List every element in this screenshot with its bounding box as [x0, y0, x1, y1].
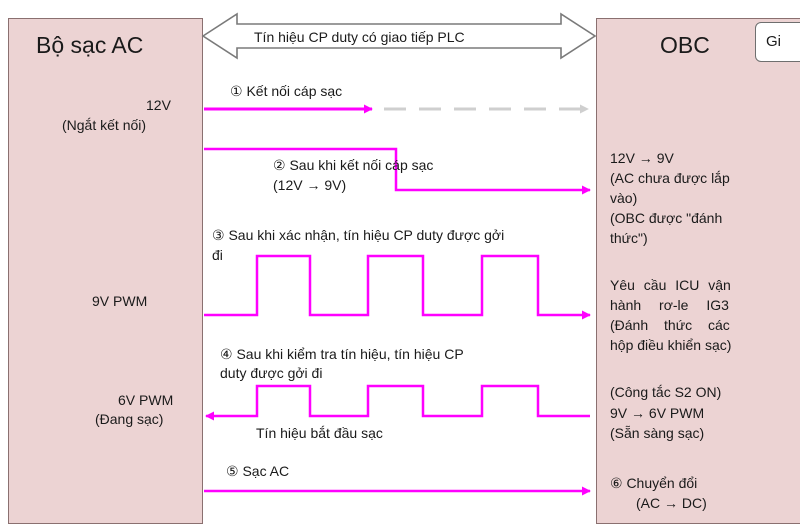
- obc-line-10: (Công tắc S2 ON): [610, 384, 722, 400]
- obc-line-9: hộp điều khiển sạc): [610, 337, 732, 353]
- obc-line-3: vào): [610, 190, 638, 206]
- label-12v: 12V: [146, 97, 171, 113]
- step4-label-cont: duty được gởi đi: [220, 365, 323, 381]
- step1-label: ① Kết nối cáp sạc: [230, 83, 343, 99]
- label-charging: (Đang sạc): [95, 411, 164, 427]
- obc-line-4: (OBC được "đánh: [610, 210, 723, 226]
- step2-sublabel: (12V → 9V): [273, 177, 347, 193]
- step2-line: [204, 147, 591, 195]
- obc-line-1: 12V → 9V: [610, 150, 674, 166]
- step3-pwm-wave: [204, 254, 591, 320]
- obc-line-6: Yêu cầu ICU vận: [610, 277, 731, 293]
- obc-line-8: (Đánh thức các: [610, 317, 730, 333]
- obc-line-5: thức"): [610, 230, 648, 246]
- plc-arrow-label: Tín hiệu CP duty có giao tiếp PLC: [254, 29, 465, 45]
- step4-label: ④ Sau khi kiểm tra tín hiệu, tín hiệu CP: [220, 346, 464, 362]
- step5-label: ⑤ Sạc AC: [226, 463, 290, 479]
- label-6v-pwm: 6V PWM: [118, 392, 174, 408]
- obc-box: [596, 18, 800, 524]
- ac-charger-box: [8, 18, 203, 524]
- partial-tab: [755, 22, 800, 62]
- obc-line-7: hành rơ-le IG3: [610, 297, 729, 313]
- step3-label: ③ Sau khi xác nhận, tín hiệu CP duty đượ…: [212, 227, 505, 243]
- step4-start-signal-label: Tín hiệu bắt đầu sạc: [256, 425, 383, 441]
- step2-label: ② Sau khi kết nối cáp sạc: [273, 157, 434, 173]
- obc-title: OBC: [660, 32, 710, 58]
- label-disconnect: (Ngắt kết nối): [62, 117, 147, 133]
- label-9v-pwm: 9V PWM: [92, 293, 148, 309]
- step4-pwm-wave: [205, 384, 590, 421]
- step3-label-cont: đi: [212, 247, 223, 263]
- ac-charger-title: Bộ sạc AC: [36, 32, 144, 58]
- plc-double-arrow: [201, 12, 597, 60]
- obc-line-2: (AC chưa được lắp: [610, 170, 730, 186]
- obc-line-13: ⑥ Chuyển đổi: [610, 475, 698, 491]
- obc-line-11: 9V → 6V PWM: [610, 405, 705, 421]
- partial-tab-text: Gi: [766, 33, 781, 50]
- obc-line-12: (Sẵn sàng sạc): [610, 425, 705, 441]
- obc-line-14: (AC → DC): [636, 495, 707, 511]
